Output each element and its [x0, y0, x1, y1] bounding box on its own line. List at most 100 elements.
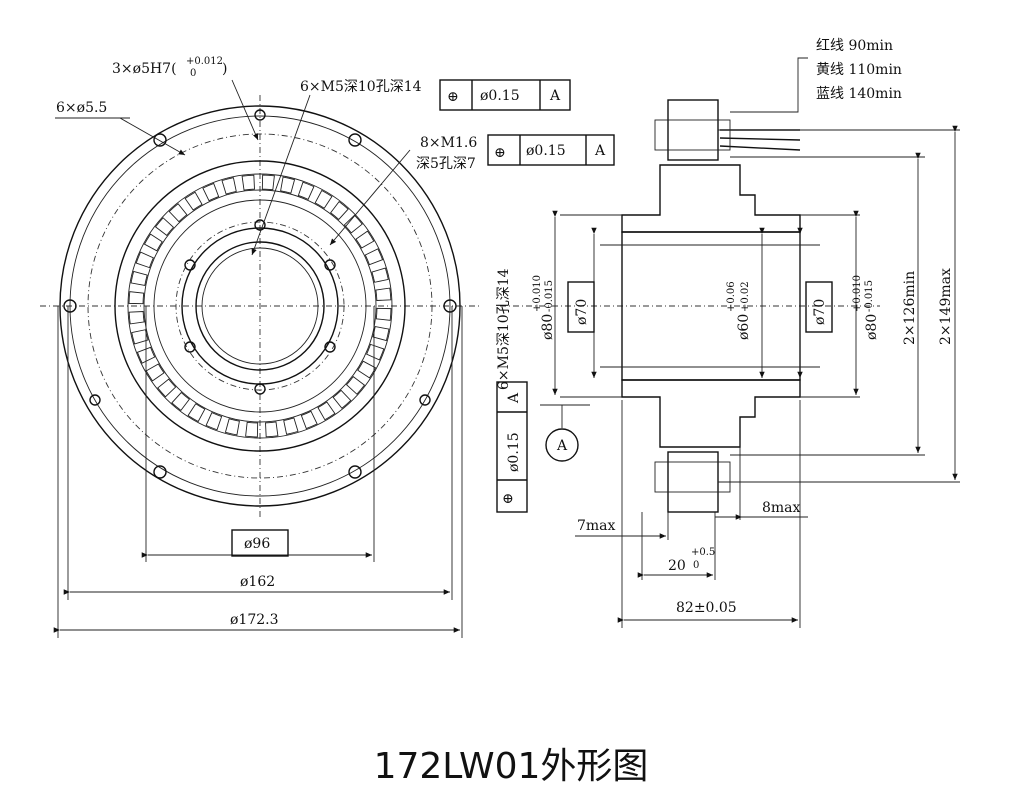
rotor-slot: [314, 189, 333, 209]
rotor-slot: [135, 251, 154, 269]
leader-55: [119, 117, 186, 156]
hub-holes: [184, 219, 336, 395]
wire-leader: [730, 57, 808, 113]
dim-box-96: [231, 529, 289, 557]
position-icon: ⊕: [447, 89, 459, 105]
rotor-slot: [157, 378, 177, 398]
rotor-slot: [265, 421, 279, 438]
position-icon: ⊕: [502, 491, 514, 507]
rotor-slot: [366, 343, 385, 361]
dim-80-right-label: ø80: [864, 314, 880, 340]
m5-vertical-label: 6×M5深10孔深14: [496, 268, 512, 390]
wire: [719, 137, 801, 141]
hub-hole: [254, 383, 266, 395]
hub-hole: [324, 341, 336, 353]
rotor-slot: [184, 191, 203, 211]
holes-5h7-label: 3×ø5H7(: [112, 61, 177, 77]
flange-hole: [348, 465, 362, 479]
fcf-datum: A: [594, 143, 606, 159]
flange-hole: [63, 299, 77, 313]
rotor-slot: [224, 418, 240, 436]
pin-hole: [419, 394, 431, 406]
bore-circle: [195, 241, 325, 371]
dim-82-label: 82±0.05: [676, 600, 737, 616]
dim-60-label: ø60: [736, 314, 752, 340]
rotor-slot: [131, 329, 149, 345]
wire-yellow-label: 黄线 110min: [816, 61, 902, 78]
rotor-slot: [345, 376, 366, 395]
rotor-slot-outer: [127, 173, 393, 439]
rotor-slot-inner: [143, 189, 377, 423]
holes-m16-label-a: 8×M1.6: [420, 135, 477, 151]
bore-inner-circle: [201, 247, 319, 365]
stator-bottom: [667, 451, 719, 513]
dim-20-tol-u: +0.5: [691, 547, 715, 558]
stator-winding-top: [654, 119, 731, 151]
rotor-slot: [205, 412, 223, 431]
holes-55-label: 6×ø5.5: [56, 100, 107, 116]
dim-8-label: 8max: [762, 500, 801, 516]
rotor-slot: [202, 182, 220, 202]
rotor-slot: [372, 326, 390, 342]
holes-m16-label-b: 深5孔深7: [416, 156, 476, 172]
fcf-datum: A: [506, 392, 522, 404]
wire: [719, 145, 801, 151]
hub-hole: [324, 259, 336, 271]
dim-80-left-tol-l: -0.015: [544, 280, 555, 312]
hub-section-top: [621, 164, 801, 233]
dim-box-70-left: [567, 281, 595, 333]
rotor-slot: [375, 307, 392, 321]
dim-162-label: ø162: [240, 574, 275, 590]
rotor-slot: [130, 270, 148, 286]
rotor-slot: [187, 403, 206, 423]
pin-hole: [254, 109, 266, 121]
rotor-slot: [364, 248, 384, 266]
flange-inner-circle: [69, 115, 451, 497]
rotor-slot: [280, 176, 296, 194]
dim-80-right-tol-l: -0.015: [864, 280, 875, 312]
flange-hole: [348, 133, 362, 147]
wire-blue-label: 蓝线 140min: [816, 86, 902, 102]
rotor-slot: [241, 174, 255, 191]
pin-hole: [89, 394, 101, 406]
front-view: 3×ø5H7( +0.012 0 ) 6×ø5.5 6×M5深10孔深14 ⊕ …: [40, 56, 615, 638]
rotor-slots: [128, 174, 392, 438]
dim-60-tol-u: +0.06: [726, 281, 737, 312]
stator-winding-bottom: [654, 461, 731, 493]
rotor-slot: [300, 410, 318, 430]
hub-hole: [184, 259, 196, 271]
datum-a-label: A: [556, 438, 568, 454]
rotor-slot: [128, 311, 145, 325]
tolerance-close: ): [222, 61, 227, 77]
tolerance-lower: 0: [190, 68, 196, 79]
dim-1723-label: ø172.3: [230, 612, 279, 628]
flange-hole: [443, 299, 457, 313]
dim-80-left-label: ø80: [540, 314, 556, 340]
dim-80-right-tol-u: +0.010: [852, 275, 863, 312]
dim-80-left-tol-u: +0.010: [532, 275, 543, 312]
dim-70-right-label: ø70: [812, 299, 828, 325]
leader-m5: [251, 94, 311, 256]
dim-70-left-label: ø70: [574, 299, 590, 325]
rotor-slot: [136, 346, 156, 364]
rotor-slot: [343, 214, 363, 234]
rotor-slot: [171, 391, 190, 412]
fcf-value: ø0.15: [526, 143, 566, 159]
flange-hole: [153, 133, 167, 147]
rotor-slot: [317, 401, 336, 421]
dim-60-tol-l: +0.02: [740, 281, 751, 312]
rotor-slot: [221, 177, 237, 195]
fcf-position-vertical: A ø0.15 ⊕: [496, 381, 528, 513]
stator-top: [667, 99, 719, 161]
rotor-slot: [357, 360, 377, 379]
dim-7-label: 7max: [577, 518, 616, 534]
holes-m5-label: 6×M5深10孔深14: [300, 79, 422, 95]
fcf-position-1: ⊕ ø0.15 A: [439, 79, 571, 111]
datum-circle: [545, 428, 579, 462]
rotor-slot: [143, 233, 163, 252]
dim-20-label: 20: [668, 558, 686, 574]
position-icon: ⊕: [494, 145, 506, 161]
fcf-position-2: ⊕ ø0.15 A: [487, 134, 615, 166]
hub-section-bottom: [621, 379, 801, 448]
